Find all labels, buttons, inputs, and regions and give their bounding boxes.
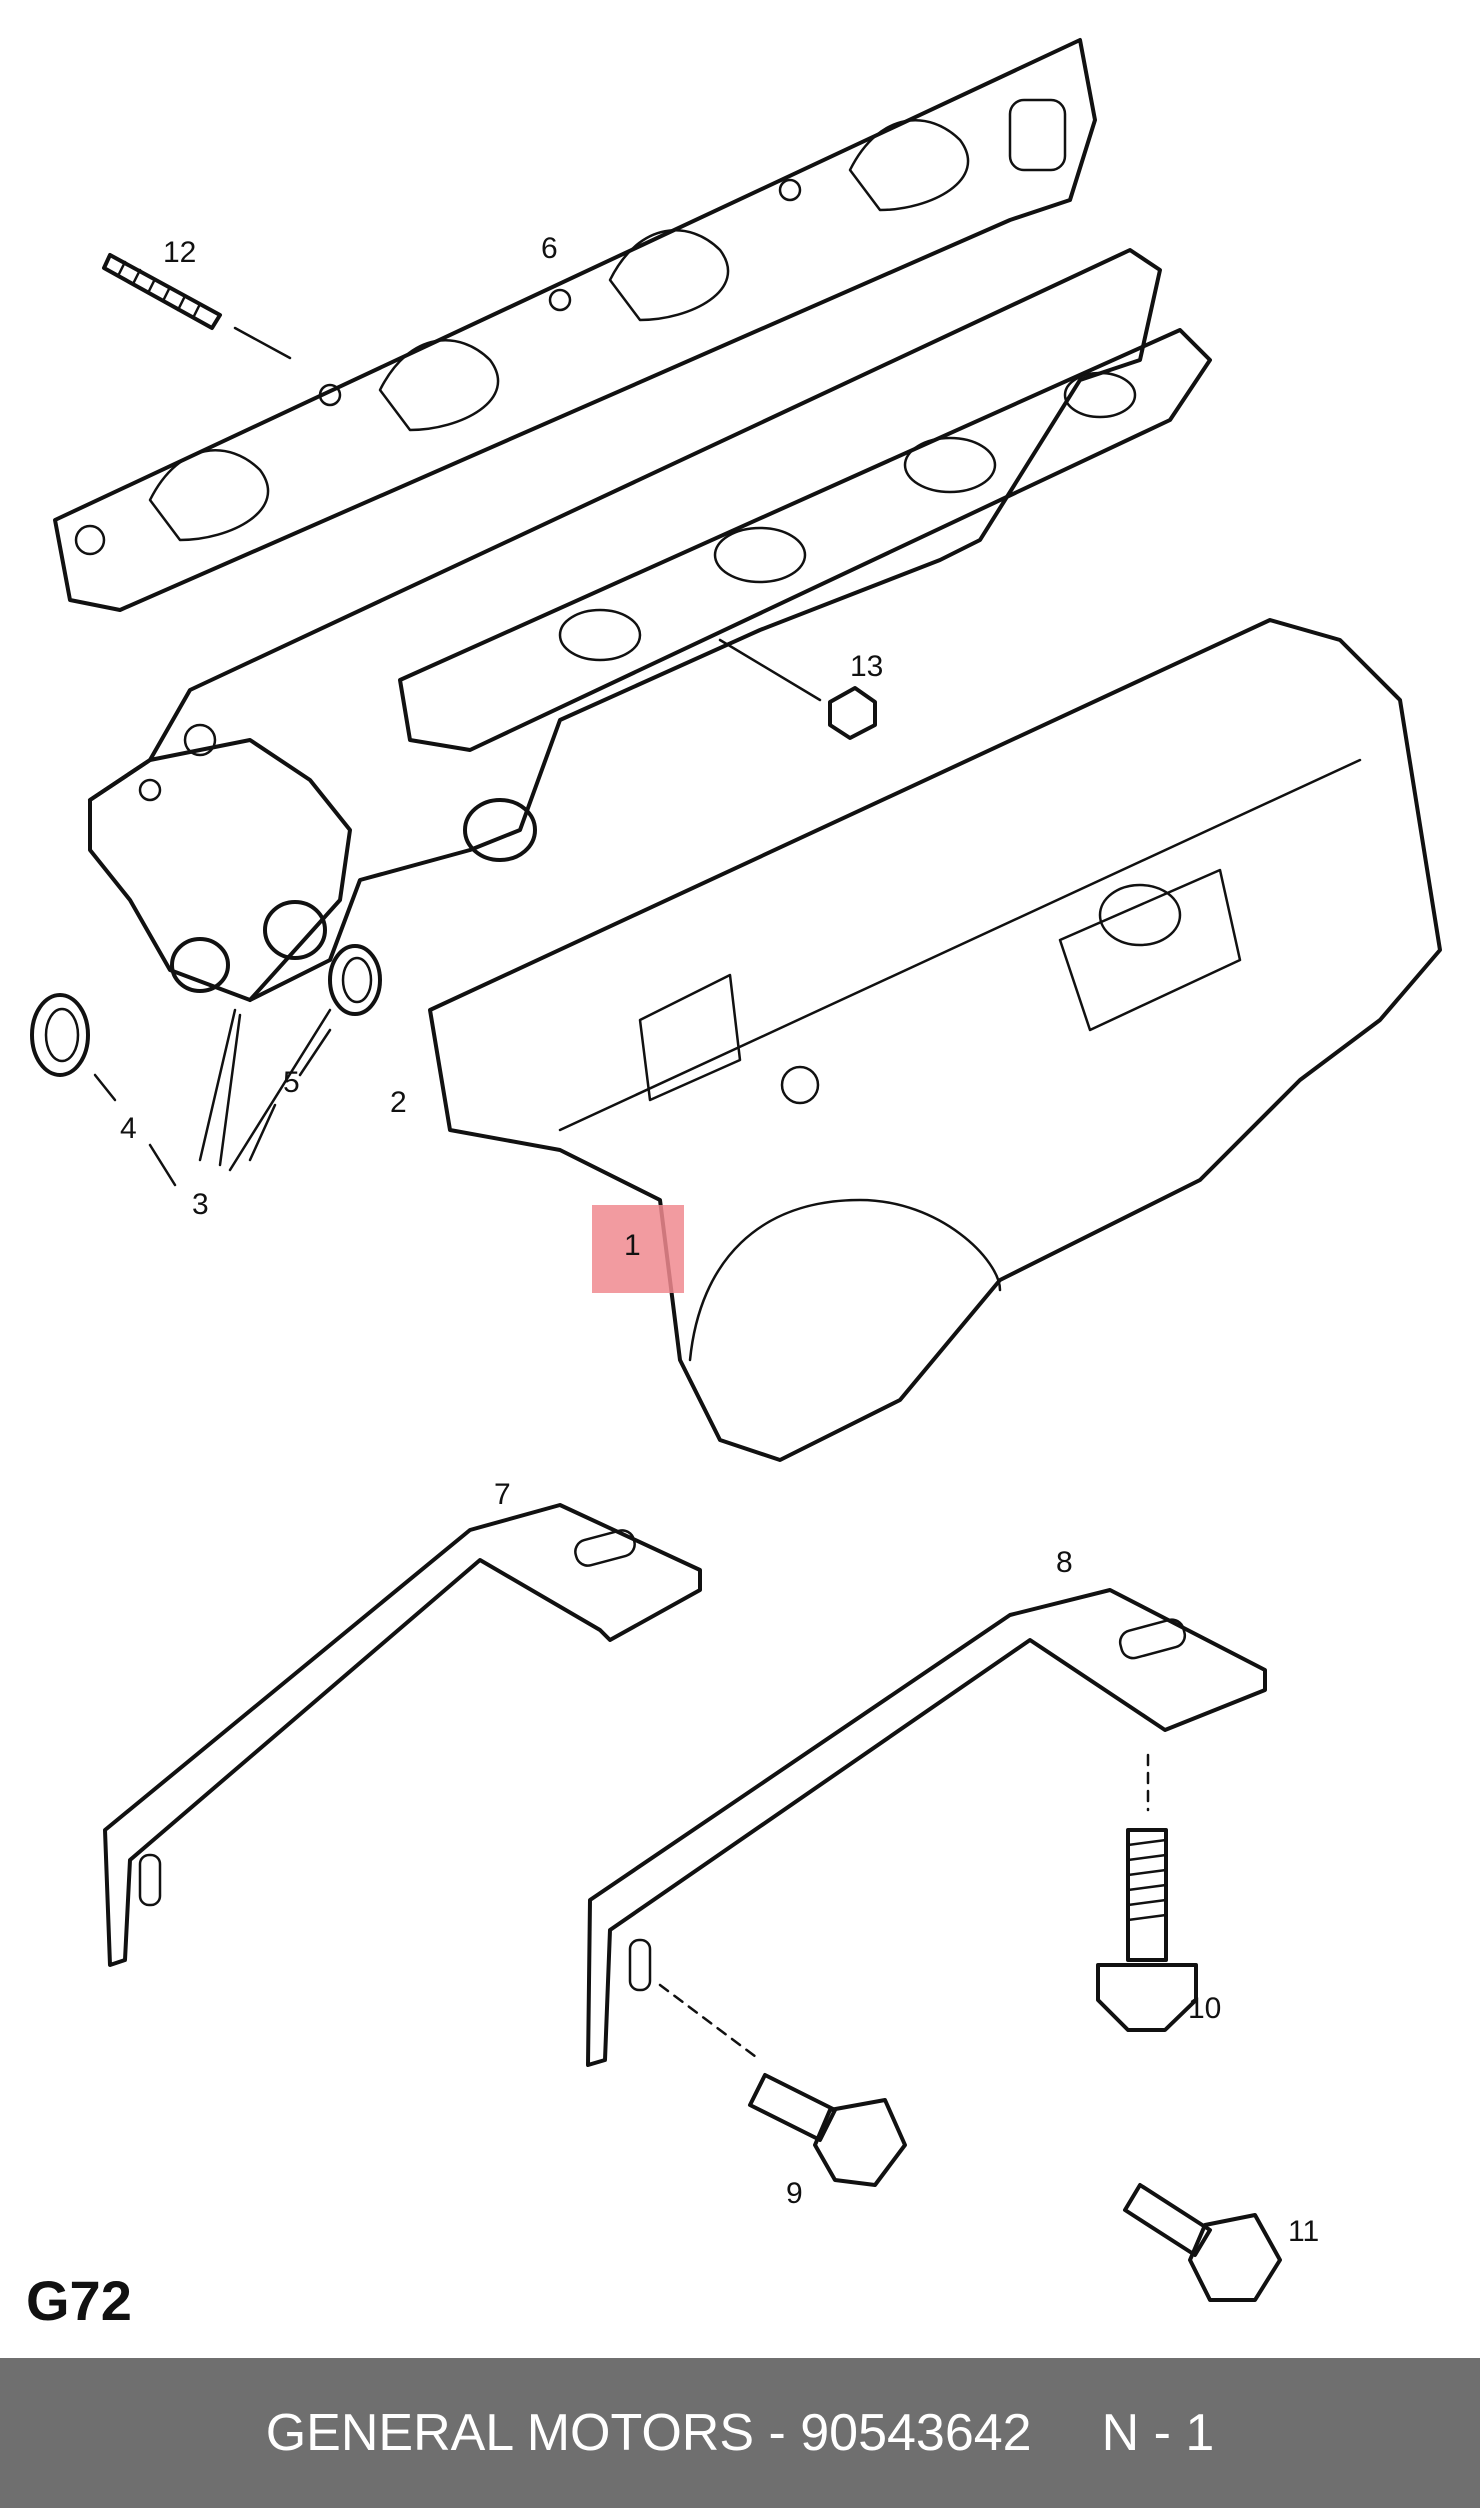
callout-9[interactable]: 9: [786, 2177, 803, 2210]
leader-lines: [93, 1008, 332, 1187]
part-6-gasket: [53, 38, 1097, 612]
callout-6[interactable]: 6: [541, 232, 558, 265]
footer-bar: GENERAL MOTORS - 90543642 N - 1: [0, 2358, 1480, 2508]
callout-1[interactable]: 1: [624, 1229, 641, 1262]
part-5-seal: [328, 944, 382, 1016]
part-9-bolt: [748, 2073, 907, 2187]
part-7-bracket: [103, 1503, 702, 1967]
part-11-bolt: [1123, 2183, 1282, 2302]
callout-12[interactable]: 12: [163, 236, 196, 269]
diagram-code-label: G72: [26, 2269, 132, 2332]
callout-10[interactable]: 10: [1188, 1992, 1221, 2025]
callout-5[interactable]: 5: [283, 1066, 300, 1099]
footer-part-number: 90543642: [800, 2404, 1032, 2462]
part-3-manifold: [88, 248, 1162, 1002]
callout-4[interactable]: 4: [120, 1112, 137, 1145]
callout-2[interactable]: 2: [390, 1086, 407, 1119]
callout-3[interactable]: 3: [192, 1188, 209, 1221]
footer-quantity: N - 1: [1101, 2404, 1215, 2462]
part-8-bracket: [586, 1588, 1267, 2067]
callout-7[interactable]: 7: [494, 1478, 511, 1511]
callout-1-highlight: [592, 1205, 684, 1293]
part-2-flange: [398, 328, 1212, 752]
callout-8[interactable]: 8: [1056, 1546, 1073, 1579]
footer-brand: GENERAL MOTORS: [265, 2404, 755, 2462]
part-12-stud: [102, 253, 292, 360]
callout-11[interactable]: 11: [1288, 2215, 1319, 2248]
part-1-intake-manifold: [428, 618, 1442, 1462]
part-4-seal: [30, 993, 90, 1077]
part-10-bolt: [1096, 1828, 1198, 2032]
footer-separator: -: [754, 2404, 801, 2462]
exploded-parts-diagram: 1 2 3 4 5 6 7 8 9 10 11 12 13: [30, 38, 1442, 2302]
callout-13[interactable]: 13: [850, 650, 883, 683]
part-13-nut: [718, 638, 877, 740]
